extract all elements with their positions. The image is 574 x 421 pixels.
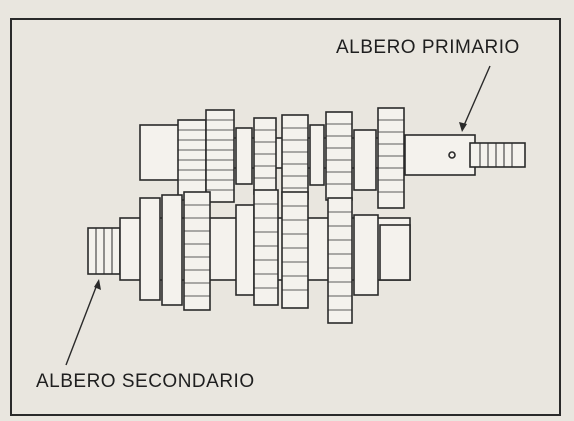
secondary-gear-6 xyxy=(327,197,353,324)
primary-gear-4 xyxy=(281,114,309,200)
secondary-gear-1 xyxy=(139,197,161,301)
secondary-gear-2 xyxy=(161,194,183,306)
secondary-gear-3 xyxy=(183,191,211,311)
primary-gear-2 xyxy=(205,109,235,203)
secondary-leader-line xyxy=(65,281,99,366)
secondary-gear-7 xyxy=(353,214,379,296)
primary-leader-arrow xyxy=(459,122,467,132)
primary-left-stub xyxy=(139,124,181,181)
primary-splined-end xyxy=(404,134,476,176)
primary-gear-7 xyxy=(377,107,405,209)
secondary-shaft xyxy=(87,189,411,324)
secondary-gear-4 xyxy=(253,189,279,306)
primary-hole xyxy=(448,151,456,159)
primary-collar-2 xyxy=(309,124,325,186)
secondary-gear-5 xyxy=(281,191,309,309)
secondary-collar-1 xyxy=(235,204,255,296)
figure-frame xyxy=(10,18,561,416)
primary-collar-1 xyxy=(235,127,253,185)
primary-gear-6 xyxy=(353,129,377,191)
primary-shaft xyxy=(139,107,526,209)
primary-shaft-label: ALBERO PRIMARIO xyxy=(336,37,520,58)
secondary-shaft-label: ALBERO SECONDARIO xyxy=(36,371,255,392)
primary-gear-3 xyxy=(253,117,277,195)
primary-gear-5 xyxy=(325,111,353,201)
secondary-right-stub xyxy=(379,224,411,281)
primary-leader-line xyxy=(461,65,491,131)
primary-tip xyxy=(469,142,526,168)
secondary-leader-arrow xyxy=(94,279,101,290)
